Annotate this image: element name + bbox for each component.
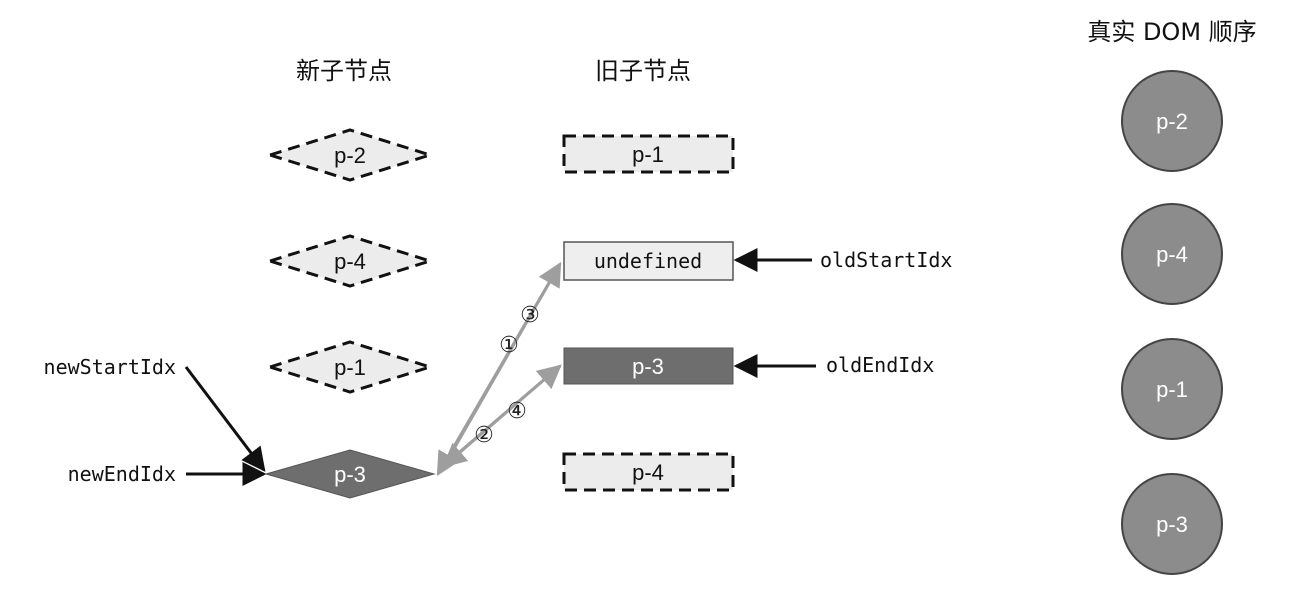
new-child-node: p-4 bbox=[264, 234, 436, 288]
old-child-shape bbox=[562, 134, 735, 174]
pointer-new-end-label: newEndIdx bbox=[68, 462, 176, 486]
real-dom-list: p-2 p-4 p-1 p-3 bbox=[1121, 70, 1223, 575]
step-label-2: ② bbox=[474, 423, 494, 448]
step-label-3: ③ bbox=[520, 303, 540, 328]
real-dom-node: p-1 bbox=[1121, 338, 1223, 440]
old-child-label: undefined bbox=[594, 249, 702, 273]
old-child-node: p-4 bbox=[562, 452, 735, 492]
old-child-node-empty: undefined bbox=[563, 241, 734, 281]
pointer-old-start-label: oldStartIdx bbox=[820, 248, 952, 272]
pointer-old-end: oldEndIdx bbox=[733, 353, 934, 378]
step-label-1: ① bbox=[499, 333, 519, 358]
new-child-label: p-3 bbox=[334, 462, 366, 487]
old-child-node-current: p-3 bbox=[563, 347, 734, 385]
real-dom-label: p-2 bbox=[1156, 109, 1188, 134]
real-dom-circle bbox=[1121, 203, 1223, 305]
heading-real-dom-order: 真实 DOM 顺序 bbox=[1087, 18, 1256, 46]
real-dom-circle bbox=[1121, 338, 1223, 440]
step-label-4: ④ bbox=[507, 399, 527, 424]
new-child-shape bbox=[264, 449, 436, 499]
heading-new-children: 新子节点 bbox=[296, 57, 392, 85]
real-dom-node: p-4 bbox=[1121, 203, 1223, 305]
new-child-shape bbox=[264, 128, 436, 182]
pointer-old-start: oldStartIdx bbox=[733, 248, 952, 272]
real-dom-node: p-2 bbox=[1121, 70, 1223, 172]
compare-arrow-down-new-end bbox=[442, 364, 561, 468]
new-child-label: p-2 bbox=[334, 143, 366, 168]
new-child-node-current: p-3 bbox=[264, 449, 436, 499]
pointer-new-start: newStartIdx bbox=[44, 355, 266, 472]
real-dom-label: p-1 bbox=[1156, 377, 1188, 402]
new-child-label: p-1 bbox=[334, 355, 366, 380]
old-child-shape bbox=[562, 452, 735, 492]
old-child-label: p-1 bbox=[632, 142, 664, 167]
old-child-label: p-4 bbox=[632, 460, 664, 485]
new-child-shape bbox=[264, 234, 436, 288]
pointer-new-start-arrow bbox=[184, 366, 266, 472]
old-child-label: p-3 bbox=[632, 354, 664, 379]
real-dom-label: p-3 bbox=[1156, 512, 1188, 537]
old-child-node: p-1 bbox=[562, 134, 735, 174]
real-dom-circle bbox=[1121, 70, 1223, 172]
heading-old-children: 旧子节点 bbox=[595, 57, 691, 85]
pointer-new-start-label: newStartIdx bbox=[44, 355, 176, 379]
new-child-node: p-2 bbox=[264, 128, 436, 182]
compare-arrow-down-new-end bbox=[436, 263, 562, 477]
real-dom-circle bbox=[1121, 473, 1223, 575]
real-dom-label: p-4 bbox=[1156, 242, 1188, 267]
real-dom-node: p-3 bbox=[1121, 473, 1223, 575]
new-children-list: p-2 p-4 p-1 p-3 bbox=[264, 128, 436, 499]
new-child-node: p-1 bbox=[264, 340, 436, 394]
old-child-shape bbox=[563, 347, 734, 385]
old-children-list: p-1 undefined p-3 p-4 bbox=[562, 134, 735, 492]
old-child-shape bbox=[563, 241, 734, 281]
compare-to-old-start: ③ ① bbox=[436, 261, 562, 477]
pointer-new-end: newEndIdx bbox=[68, 462, 267, 486]
pointer-old-end-label: oldEndIdx bbox=[826, 353, 934, 377]
new-child-label: p-4 bbox=[334, 249, 366, 274]
compare-to-old-end: ④ ② bbox=[442, 364, 562, 468]
new-child-shape bbox=[264, 340, 436, 394]
